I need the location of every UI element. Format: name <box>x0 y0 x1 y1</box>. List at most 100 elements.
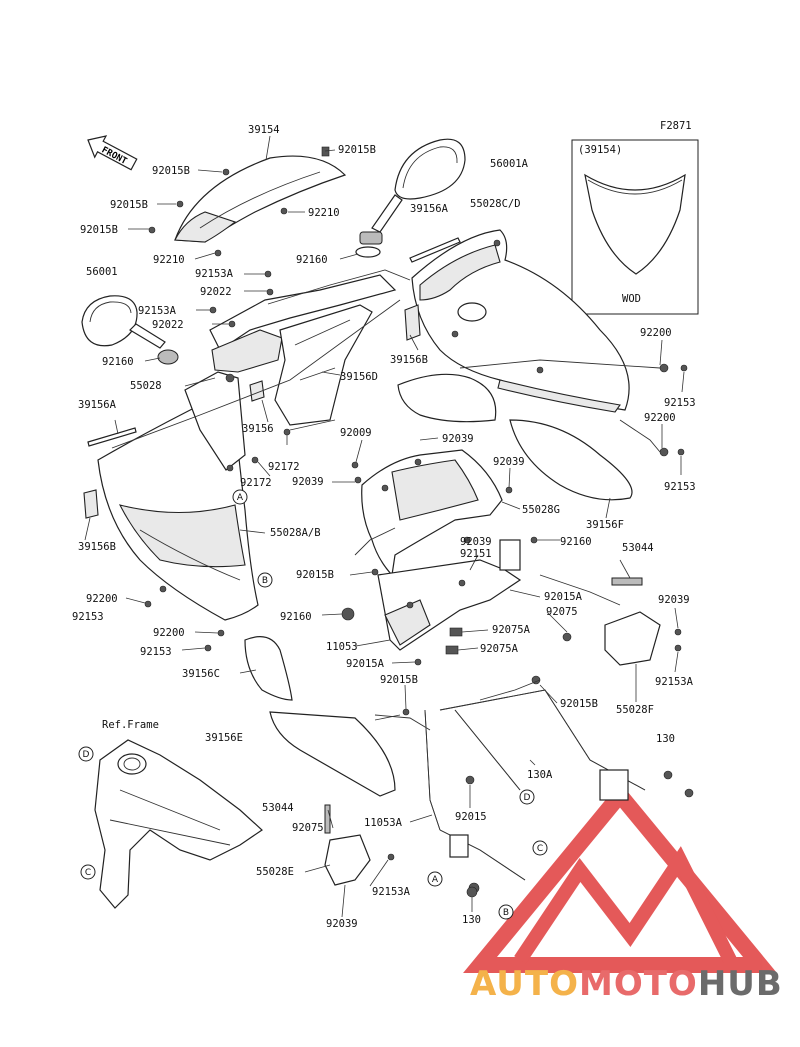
callout-c-2 <box>80 864 96 880</box>
part-label: 55028E <box>256 866 294 878</box>
left-side-cowl <box>97 371 259 621</box>
part-label: 92200 <box>644 412 676 424</box>
part-label: 39156C <box>182 668 220 680</box>
part-label: 92200 <box>640 327 672 339</box>
part-label: 92015B <box>80 224 118 236</box>
part-label: 39156A <box>78 399 117 411</box>
part-label: 130A <box>527 769 553 781</box>
part-label: 92015B <box>560 698 598 710</box>
svg-text:D: D <box>83 750 90 760</box>
right-mirror-part <box>355 138 466 258</box>
part-label: 92153A <box>655 676 694 688</box>
part-label: 92151 <box>460 548 492 560</box>
svg-text:B: B <box>262 576 268 586</box>
reference-frame <box>94 739 263 909</box>
part-label: 92200 <box>86 593 118 605</box>
part-label: 92039 <box>326 918 358 930</box>
part-label: 92039 <box>442 433 474 445</box>
callout-markers: A B D C A B D C <box>78 489 548 920</box>
callout-b-2 <box>498 904 514 920</box>
part-label: 92015B <box>338 144 376 156</box>
part-label: 92009 <box>340 427 372 439</box>
watermark-text: AUTOMOTOHUB <box>470 964 783 1004</box>
part-label: 55028 <box>130 380 162 392</box>
part-label: 39156A <box>410 203 449 215</box>
svg-text:D: D <box>524 793 531 803</box>
part-label: 92160 <box>102 356 134 368</box>
part-label: 53044 <box>262 802 294 814</box>
part-number-labels: 39154 92015B 92015B 92015B 92015B 92210 … <box>72 124 696 930</box>
left-mirror-part <box>81 295 179 365</box>
callout-a-2 <box>427 871 443 887</box>
part-label: 130 <box>656 733 675 745</box>
part-label: 92015B <box>110 199 148 211</box>
callout-a-1 <box>232 489 248 505</box>
part-label: 55028F <box>616 704 654 716</box>
right-side-cowl <box>411 229 630 413</box>
inset-caption: WOD <box>622 293 641 305</box>
part-label: 92075 <box>292 822 324 834</box>
ref-frame-label: Ref.Frame <box>102 719 159 731</box>
part-label: 56001A <box>490 158 529 170</box>
inset-box: (39154) WOD <box>571 139 699 315</box>
part-label: 39156B <box>390 354 428 366</box>
part-label: 92153 <box>140 646 172 658</box>
part-label: 55028G <box>522 504 560 516</box>
part-label: 92172 <box>268 461 300 473</box>
front-arrow-icon: FRONT <box>87 135 138 171</box>
part-label: 39156 <box>242 423 274 435</box>
part-label: 39156D <box>340 371 378 383</box>
part-label: 92039 <box>493 456 525 468</box>
part-label: 92160 <box>280 611 312 623</box>
part-label: 11053A <box>364 817 403 829</box>
upper-inner-cowl <box>209 274 397 426</box>
part-label: 92160 <box>560 536 592 548</box>
inset-part-ref: (39154) <box>578 144 622 156</box>
part-label: 92153 <box>72 611 104 623</box>
meter-cover <box>361 449 503 577</box>
callout-c-1 <box>532 840 548 856</box>
part-label: 92015B <box>296 569 334 581</box>
svg-text:B: B <box>503 908 509 918</box>
callout-d-1 <box>519 789 535 805</box>
svg-text:C: C <box>537 844 543 854</box>
inner-side-panels <box>244 373 633 797</box>
part-label: 130 <box>462 914 481 926</box>
part-label: 92075A <box>492 624 531 636</box>
part-label: 92200 <box>153 627 185 639</box>
part-label: 92039 <box>460 536 492 548</box>
part-label: 92075 <box>546 606 578 618</box>
inset-windshield <box>584 173 686 275</box>
part-label: 92015B <box>380 674 418 686</box>
part-label: 92210 <box>153 254 185 266</box>
part-label: 39154 <box>248 124 280 136</box>
part-label: 55028C/D <box>470 198 521 210</box>
part-label: 56001 <box>86 266 118 278</box>
part-label: 92075A <box>480 643 519 655</box>
leader-lines <box>84 135 685 918</box>
svg-text:C: C <box>85 868 91 878</box>
part-label: 53044 <box>622 542 654 554</box>
watermark-auto: AUTOMOTOHUB <box>470 964 783 1004</box>
figure-code: F2871 <box>660 120 692 132</box>
part-label: 92039 <box>658 594 690 606</box>
watermark-logo-icon <box>463 782 777 973</box>
part-label: 39156B <box>78 541 116 553</box>
part-label: 92160 <box>296 254 328 266</box>
part-label: 92015A <box>544 591 583 603</box>
part-label: 92015A <box>346 658 385 670</box>
part-label: 39156F <box>586 519 624 531</box>
svg-text:A: A <box>432 875 439 885</box>
part-label: 11053 <box>326 641 358 653</box>
part-label: 92153A <box>138 305 177 317</box>
windshield-part <box>174 155 347 243</box>
part-label: 92022 <box>152 319 184 331</box>
part-label: 92153A <box>195 268 234 280</box>
part-label: 92153 <box>664 481 696 493</box>
part-label: 92153A <box>372 886 411 898</box>
part-label: 39156E <box>205 732 243 744</box>
part-label: 92172 <box>240 477 272 489</box>
part-label: 92153 <box>664 397 696 409</box>
guide-lines <box>111 269 661 731</box>
